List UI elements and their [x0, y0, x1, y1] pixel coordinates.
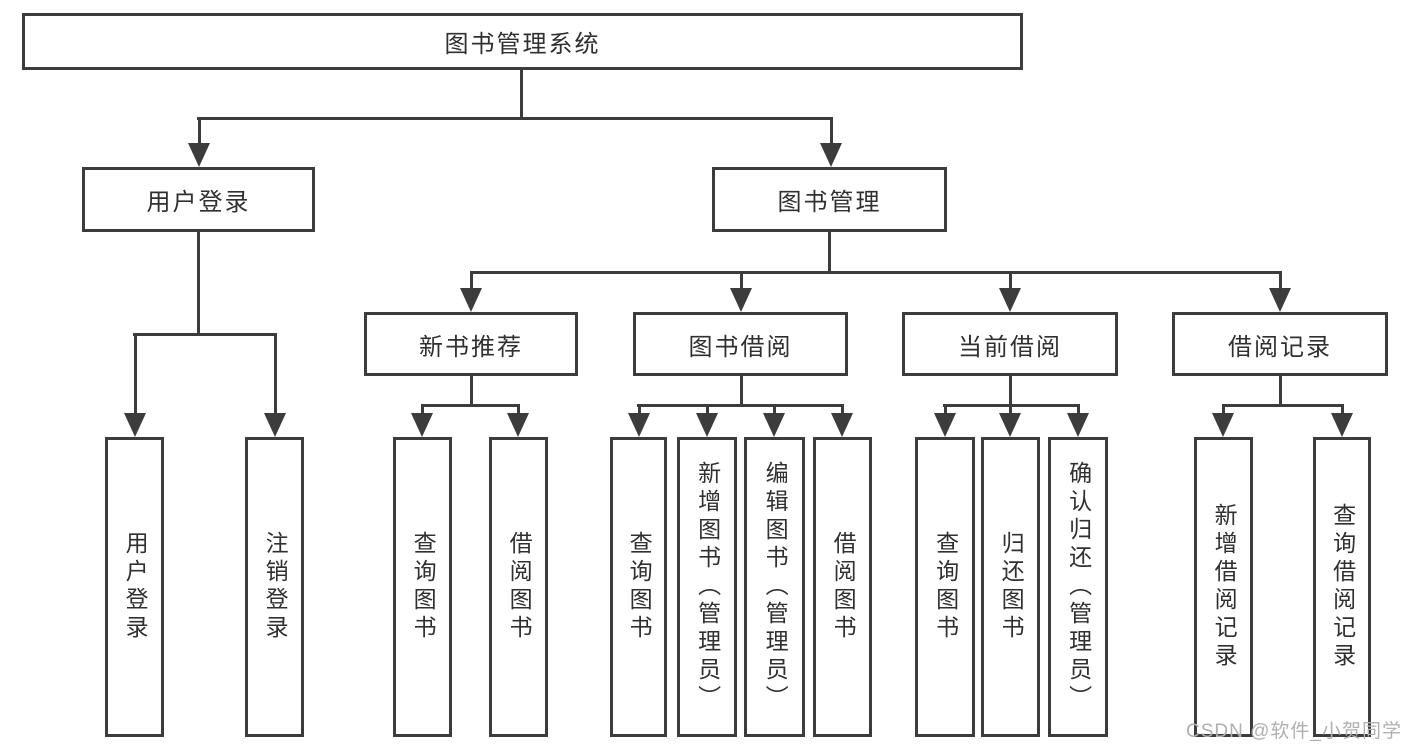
node-borrowing-records: 借阅记录 — [1172, 312, 1388, 376]
leaf-edit-book-admin: 编辑图书（管理员） — [744, 437, 805, 737]
leaf-query-book-current-label: 查询图书 — [932, 531, 959, 643]
leaf-query-book-borrowing: 查询图书 — [610, 437, 667, 737]
arrow-to-borrowing-records — [1269, 271, 1291, 312]
connector-root-stub — [520, 70, 523, 119]
node-system-label: 图书管理系统 — [444, 31, 601, 58]
leaf-add-borrow-record-label: 新增借阅记录 — [1211, 503, 1238, 671]
connector-borrowing-records-hline — [1222, 404, 1344, 407]
connector-new-book-rec-stub — [470, 376, 473, 406]
leaf-query-book-current: 查询图书 — [915, 437, 975, 737]
leaf-logout-label: 注销登录 — [262, 531, 289, 643]
arrow-to-leaf-query-book-1 — [411, 404, 433, 437]
node-current-borrowing: 当前借阅 — [902, 312, 1118, 376]
leaf-edit-book-admin-label: 编辑图书（管理员） — [762, 461, 789, 713]
arrow-to-leaf-confirm-return — [1067, 404, 1089, 437]
node-new-book-recommendation: 新书推荐 — [364, 312, 578, 376]
node-borrowing-records-label: 借阅记录 — [1228, 333, 1332, 361]
arrow-to-leaf-add-book — [696, 404, 718, 437]
connector-book-management-stub — [828, 232, 831, 273]
node-system: 图书管理系统 — [22, 13, 1023, 70]
arrow-to-leaf-return-book — [999, 404, 1021, 437]
arrow-to-leaf-logout — [264, 333, 286, 437]
leaf-borrow-book-borrowing: 借阅图书 — [813, 437, 872, 737]
connector-book-borrowing-stub — [740, 376, 743, 406]
csdn-watermark: CSDN @软件_小贺同学 — [1186, 721, 1402, 742]
leaf-user-login: 用户登录 — [105, 437, 164, 737]
node-user-login: 用户登录 — [82, 167, 315, 232]
arrow-to-user-login — [188, 117, 210, 167]
arrow-to-leaf-borrow-book-2 — [831, 404, 853, 437]
arrow-to-leaf-add-record — [1212, 404, 1234, 437]
arrow-to-leaf-edit-book — [763, 404, 785, 437]
node-new-book-recommendation-label: 新书推荐 — [419, 333, 523, 361]
connector-new-book-rec-hline — [421, 404, 520, 407]
leaf-confirm-return-admin-label: 确认归还（管理员） — [1065, 461, 1092, 713]
connector-current-borrowing-hline — [943, 404, 1080, 407]
arrow-to-leaf-borrow-book-1 — [507, 404, 529, 437]
leaf-query-book-recommendation: 查询图书 — [393, 437, 452, 737]
connector-user-login-hline — [133, 333, 276, 336]
connector-book-borrowing-hline — [637, 404, 844, 407]
leaf-borrow-book-recommendation-label: 借阅图书 — [506, 531, 533, 643]
leaf-borrow-book-recommendation: 借阅图书 — [489, 437, 548, 737]
node-book-borrowing-label: 图书借阅 — [688, 333, 793, 361]
arrow-to-book-management — [820, 117, 842, 167]
arrow-to-leaf-login — [124, 333, 146, 437]
node-book-management-label: 图书管理 — [777, 189, 882, 216]
connector-borrowing-records-stub — [1279, 376, 1282, 406]
arrow-to-book-borrowing — [730, 271, 752, 312]
leaf-user-login-label: 用户登录 — [122, 531, 149, 643]
leaf-query-book-borrowing-label: 查询图书 — [626, 531, 653, 643]
leaf-query-book-recommendation-label: 查询图书 — [410, 531, 437, 643]
leaf-borrow-book-borrowing-label: 借阅图书 — [830, 531, 857, 643]
leaf-return-book: 归还图书 — [981, 437, 1040, 737]
arrow-to-leaf-query-book-2 — [628, 404, 650, 437]
connector-user-login-stub — [197, 232, 200, 335]
node-current-borrowing-label: 当前借阅 — [958, 333, 1062, 361]
arrow-to-new-book-recommendation — [460, 271, 482, 312]
leaf-logout: 注销登录 — [245, 437, 304, 737]
leaf-add-book-admin-label: 新增图书（管理员） — [694, 461, 721, 713]
leaf-query-borrow-record: 查询借阅记录 — [1313, 437, 1371, 737]
leaf-add-book-admin: 新增图书（管理员） — [677, 437, 737, 737]
arrow-to-leaf-query-record — [1331, 404, 1353, 437]
connector-level3-hline — [470, 271, 1282, 274]
connector-current-borrowing-stub — [1009, 376, 1012, 406]
arrow-to-current-borrowing — [999, 271, 1021, 312]
leaf-return-book-label: 归还图书 — [998, 531, 1025, 643]
leaf-confirm-return-admin: 确认归还（管理员） — [1048, 437, 1108, 737]
arrow-to-leaf-query-book-3 — [934, 404, 956, 437]
node-user-login-label: 用户登录 — [146, 189, 251, 216]
connector-root-hline — [197, 117, 832, 120]
leaf-add-borrow-record: 新增借阅记录 — [1194, 437, 1253, 737]
leaf-query-borrow-record-label: 查询借阅记录 — [1329, 503, 1356, 671]
node-book-borrowing: 图书借阅 — [633, 312, 848, 376]
node-book-management: 图书管理 — [712, 167, 947, 232]
